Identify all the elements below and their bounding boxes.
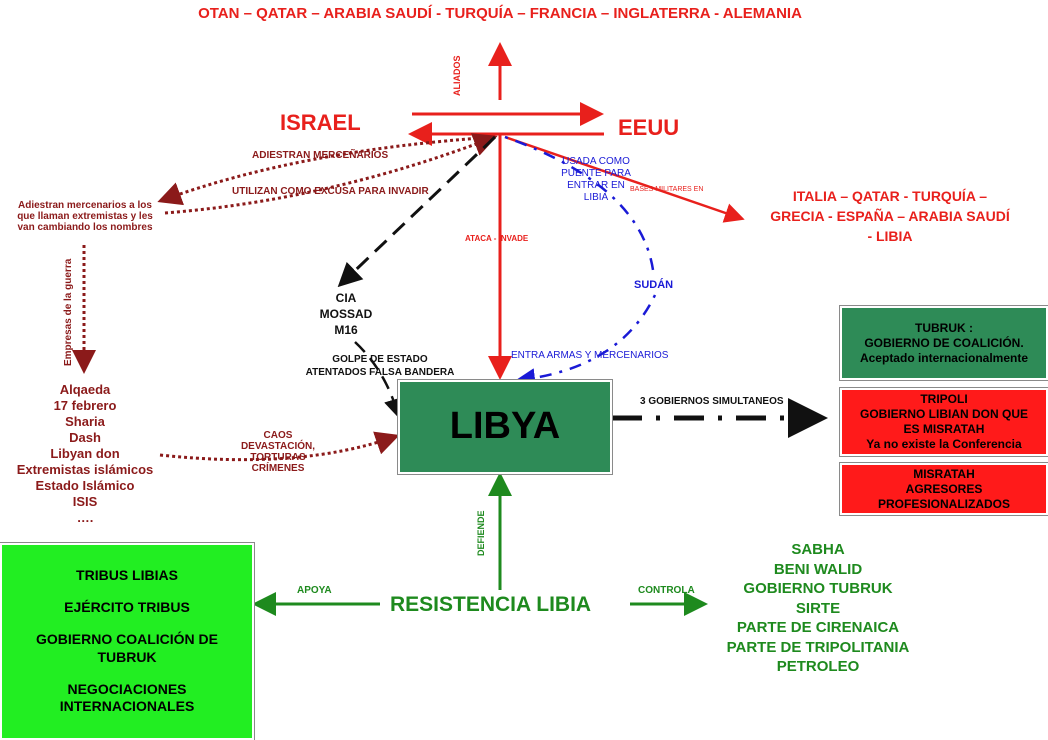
arrow-utilizan (164, 133, 498, 215)
utilizan-label: UTILIZAN COMO EXCUSA PARA INVADIR (232, 186, 429, 197)
arrow-sudan-libya (515, 294, 657, 389)
controla-label: CONTROLA (638, 585, 695, 596)
sudan-label: SUDÁN (634, 279, 674, 291)
empresas-label: Empresas de la guerra (63, 258, 74, 366)
arrow-cia (337, 135, 497, 288)
aliados-label: ALIADOS (452, 55, 462, 97)
libya-box: LIBYA (397, 379, 613, 475)
arrow-puente (504, 135, 655, 271)
entra-armas-label: ENTRA ARMAS Y MERCENARIOS (511, 350, 669, 361)
ataca-invade-label: ATACA - INVADE (465, 234, 529, 243)
arrow-bases (504, 135, 745, 223)
arrow-adiestran (157, 135, 496, 206)
israel-label: ISRAEL (280, 110, 361, 135)
arrow-golpe (354, 341, 404, 419)
arrow-caos (159, 431, 400, 462)
allies-top: OTAN – QATAR – ARABIA SAUDÍ - TURQUÍA – … (198, 5, 802, 22)
adiestran-label: ADIESTRAN MERCEÑARIOS (252, 150, 389, 161)
tribus-box: TRIBUS LIBIAS EJÉRCITO TRIBUS GOBIERNO C… (0, 542, 255, 740)
defiende-label: DEFIENDE (476, 510, 486, 556)
eeuu-label: EEUU (618, 115, 680, 140)
bases-countries: ITALIA – QATAR - TURQUÍA –GRECIA - ESPAÑ… (770, 188, 1010, 244)
bases-label: BASES MILITARES EN (630, 186, 704, 193)
apoya-label: APOYA (297, 585, 332, 596)
tres-gobiernos-label: 3 GOBIERNOS SIMULTANEOS (640, 396, 784, 407)
tubruk-box: TUBRUK :GOBIERNO DE COALICIÓN.Aceptado i… (839, 305, 1048, 381)
resistencia-label: RESISTENCIA LIBIA (390, 593, 592, 616)
libya-label: LIBYA (449, 405, 561, 448)
